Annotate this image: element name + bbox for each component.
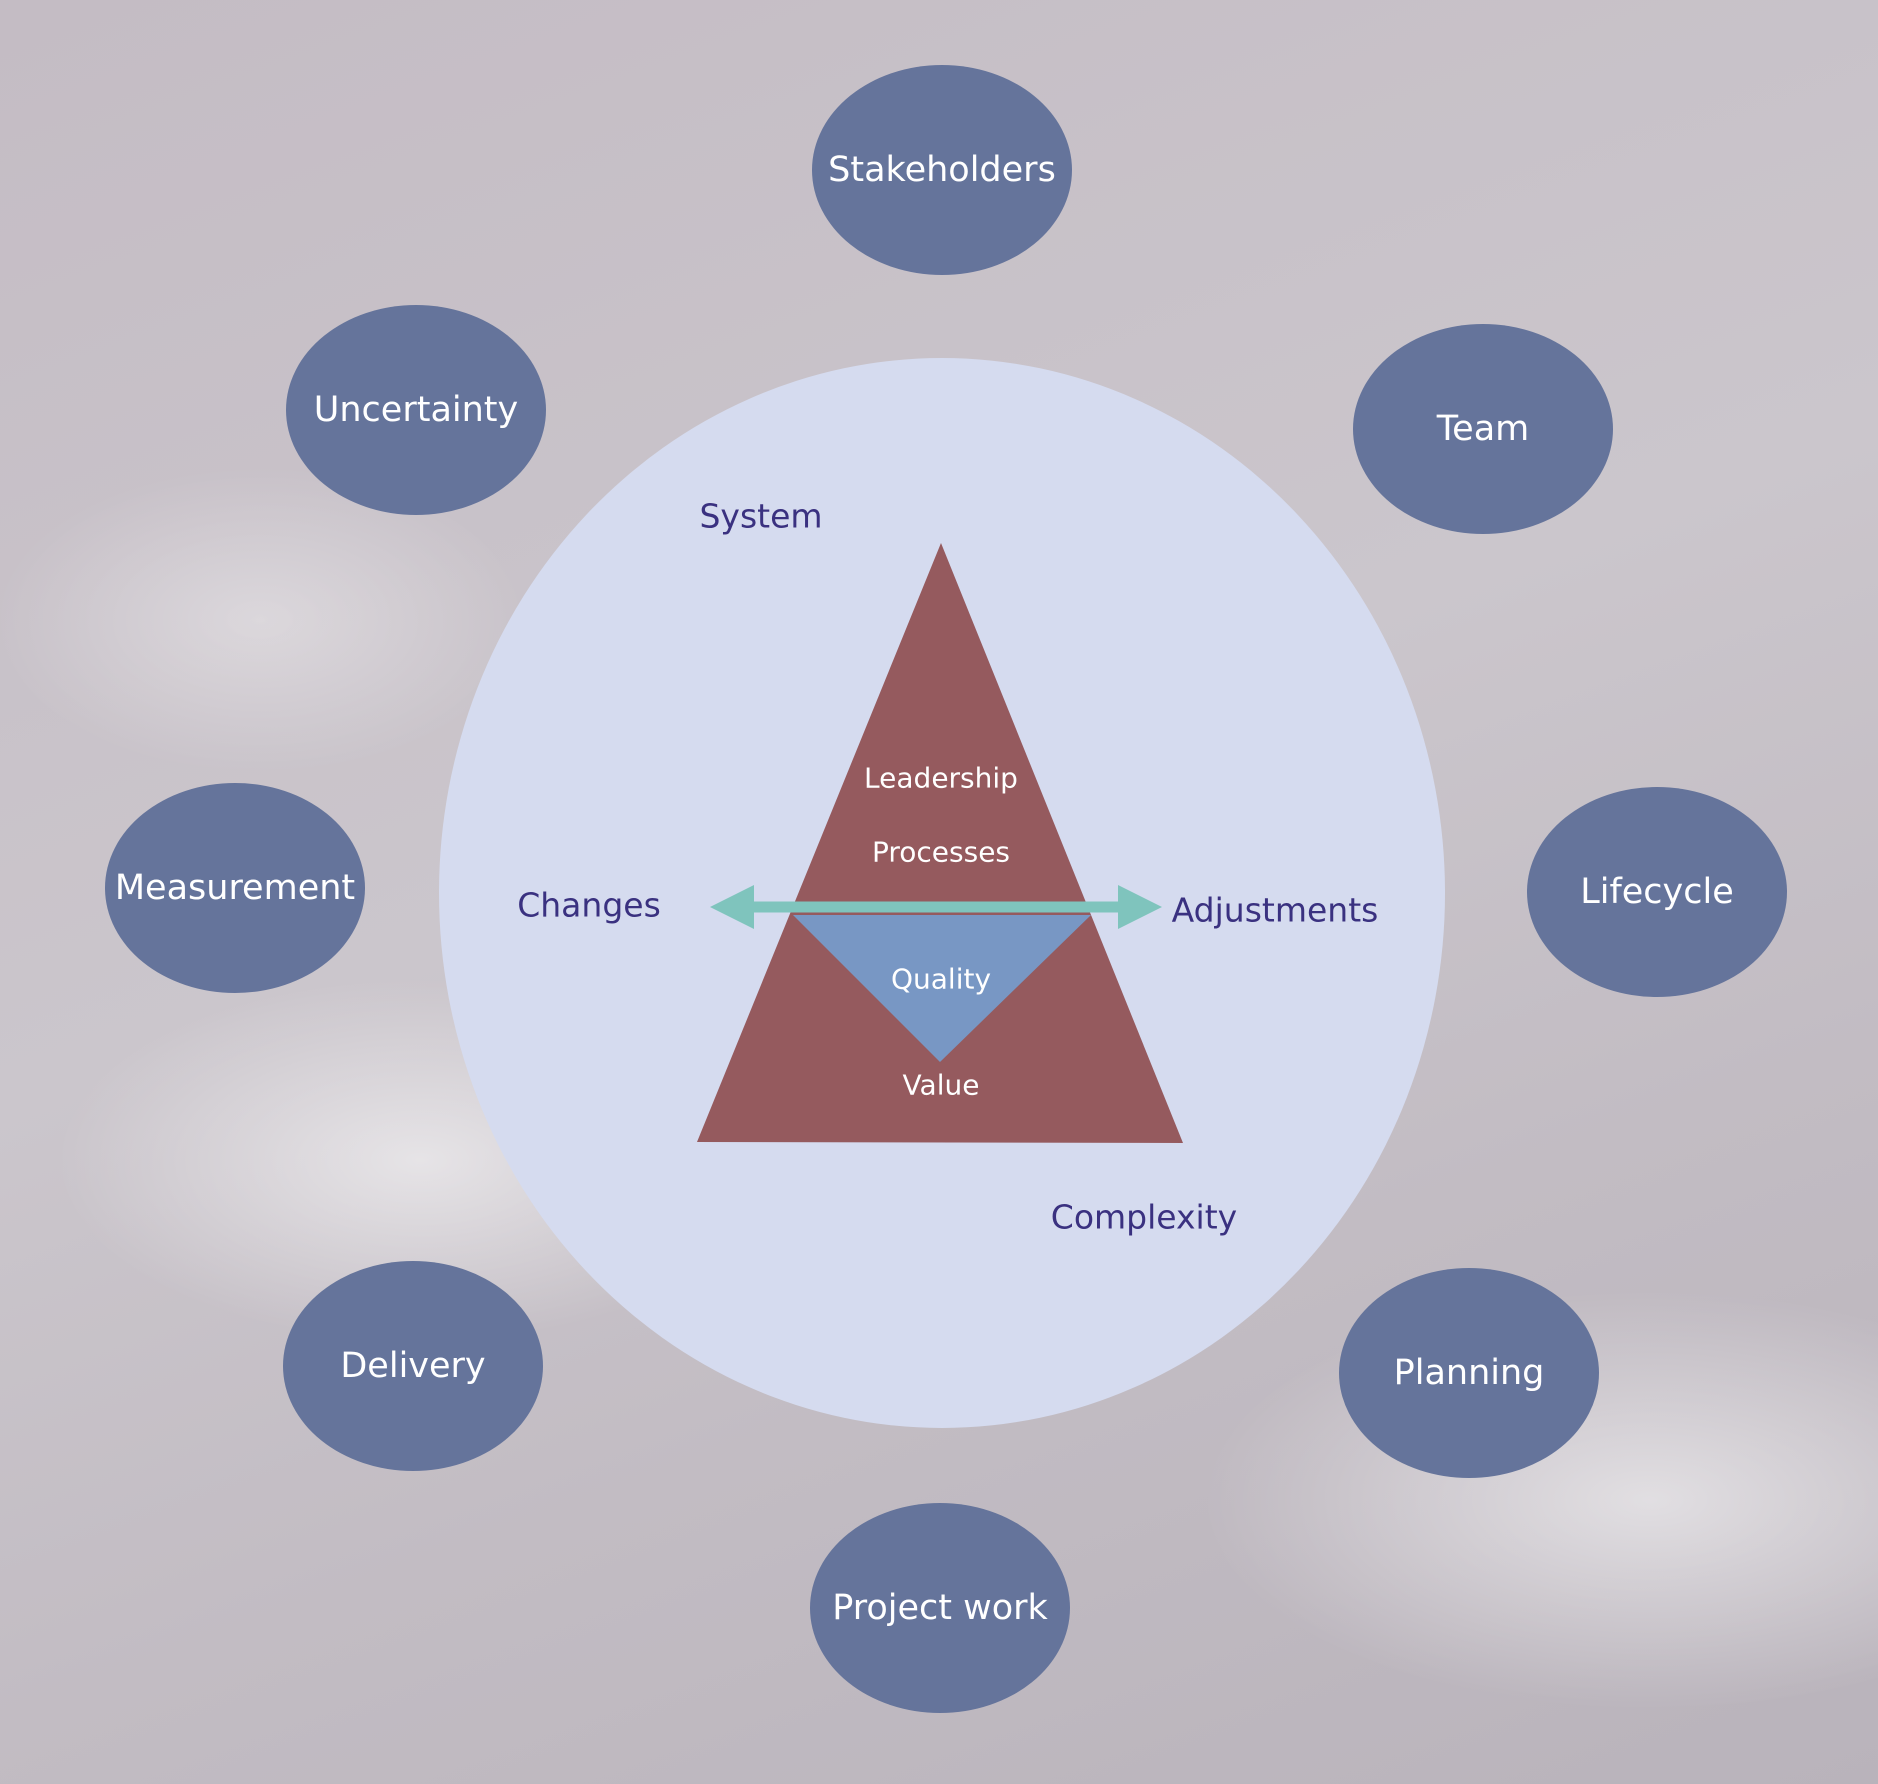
project-work-label: Project work — [832, 1588, 1048, 1628]
system-label: System — [699, 496, 823, 536]
team-label: Team — [1436, 409, 1530, 449]
complexity-label: Complexity — [1050, 1197, 1238, 1237]
value-label: Value — [902, 1068, 980, 1102]
delivery-label: Delivery — [340, 1346, 486, 1386]
stakeholders-bubble: Stakeholders — [812, 65, 1072, 275]
adjustments-label: Adjustments — [1171, 890, 1379, 930]
pyramid-triangle — [697, 543, 1183, 1143]
lifecycle-bubble: Lifecycle — [1527, 787, 1787, 997]
planning-bubble: Planning — [1339, 1268, 1599, 1478]
changes-label: Changes — [517, 885, 661, 925]
measurement-label: Measurement — [114, 868, 356, 908]
uncertainty-bubble: Uncertainty — [286, 305, 546, 515]
project-work-bubble: Project work — [810, 1503, 1070, 1713]
quality-triangle — [793, 915, 1091, 1062]
processes-label: Processes — [871, 835, 1011, 869]
team-bubble: Team — [1353, 324, 1613, 534]
planning-label: Planning — [1393, 1353, 1545, 1393]
uncertainty-label: Uncertainty — [313, 390, 519, 430]
measurement-bubble: Measurement — [105, 783, 365, 993]
delivery-bubble: Delivery — [283, 1261, 543, 1471]
lifecycle-label: Lifecycle — [1580, 872, 1734, 912]
leadership-label: Leadership — [864, 761, 1018, 795]
quality-label: Quality — [890, 962, 992, 996]
stakeholders-label: Stakeholders — [828, 150, 1056, 190]
